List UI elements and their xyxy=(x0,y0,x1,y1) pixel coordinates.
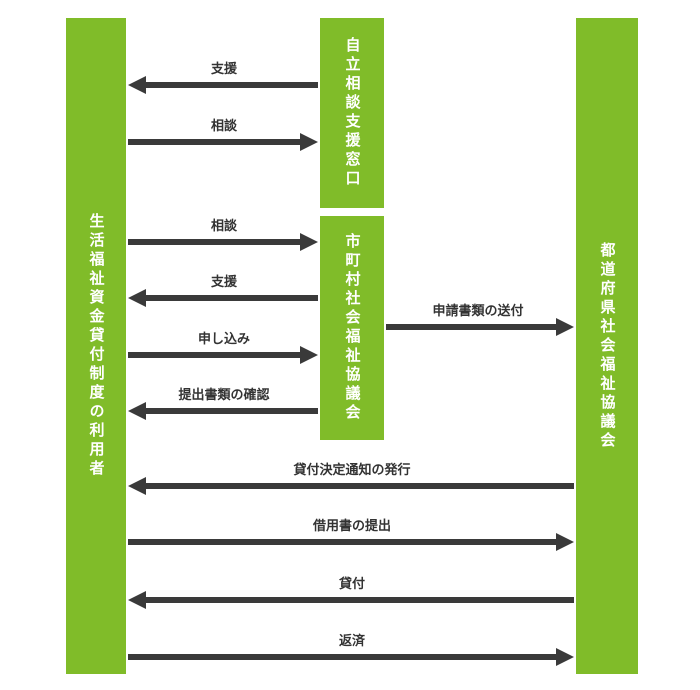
arrow-confirm xyxy=(142,408,318,414)
arrow-issue-head xyxy=(128,477,146,495)
arrow-confirm-head xyxy=(128,402,146,420)
label-repay: 返済 xyxy=(338,634,366,649)
arrow-consult2-head xyxy=(300,233,318,251)
arrow-issue xyxy=(142,483,574,489)
label-confirm: 提出書類の確認 xyxy=(178,388,270,403)
arrow-repay xyxy=(128,654,560,660)
arrow-submit xyxy=(128,539,560,545)
arrow-support1-head xyxy=(128,76,146,94)
label-submit: 借用書の提出 xyxy=(312,519,392,534)
prefectural-label: 都道府県社会福祉協議会 xyxy=(598,241,617,451)
arrow-apply-head xyxy=(300,346,318,364)
arrow-support2-head xyxy=(128,289,146,307)
label-apply: 申し込み xyxy=(197,332,251,347)
label-loan: 貸付 xyxy=(338,577,366,592)
user-box: 生活福祉資金貸付制度の利用者 xyxy=(66,18,126,674)
arrow-repay-head xyxy=(556,648,574,666)
arrow-support1 xyxy=(142,82,318,88)
arrow-loan-head xyxy=(128,591,146,609)
counter-label: 自立相談支援窓口 xyxy=(343,37,362,189)
arrow-consult1 xyxy=(128,139,304,145)
municipal-label: 市町村社会福祉協議会 xyxy=(343,233,362,423)
arrow-send xyxy=(386,324,558,330)
arrow-consult2 xyxy=(128,239,304,245)
user-label: 生活福祉資金貸付制度の利用者 xyxy=(87,213,106,479)
prefectural-box: 都道府県社会福祉協議会 xyxy=(576,18,638,674)
label-send-docs: 申請書類の送付 xyxy=(432,304,524,319)
label-support1: 支援 xyxy=(210,62,238,77)
arrow-consult1-head xyxy=(300,133,318,151)
label-issue: 貸付決定通知の発行 xyxy=(293,463,411,478)
arrow-support2 xyxy=(142,295,318,301)
counter-box: 自立相談支援窓口 xyxy=(320,18,384,208)
arrow-apply xyxy=(128,352,304,358)
label-consult2: 相談 xyxy=(210,219,238,234)
label-consult1: 相談 xyxy=(210,119,238,134)
municipal-box: 市町村社会福祉協議会 xyxy=(320,216,384,440)
arrow-loan xyxy=(142,597,574,603)
label-support2: 支援 xyxy=(210,275,238,290)
arrow-send-head xyxy=(556,318,574,336)
arrow-submit-head xyxy=(556,533,574,551)
